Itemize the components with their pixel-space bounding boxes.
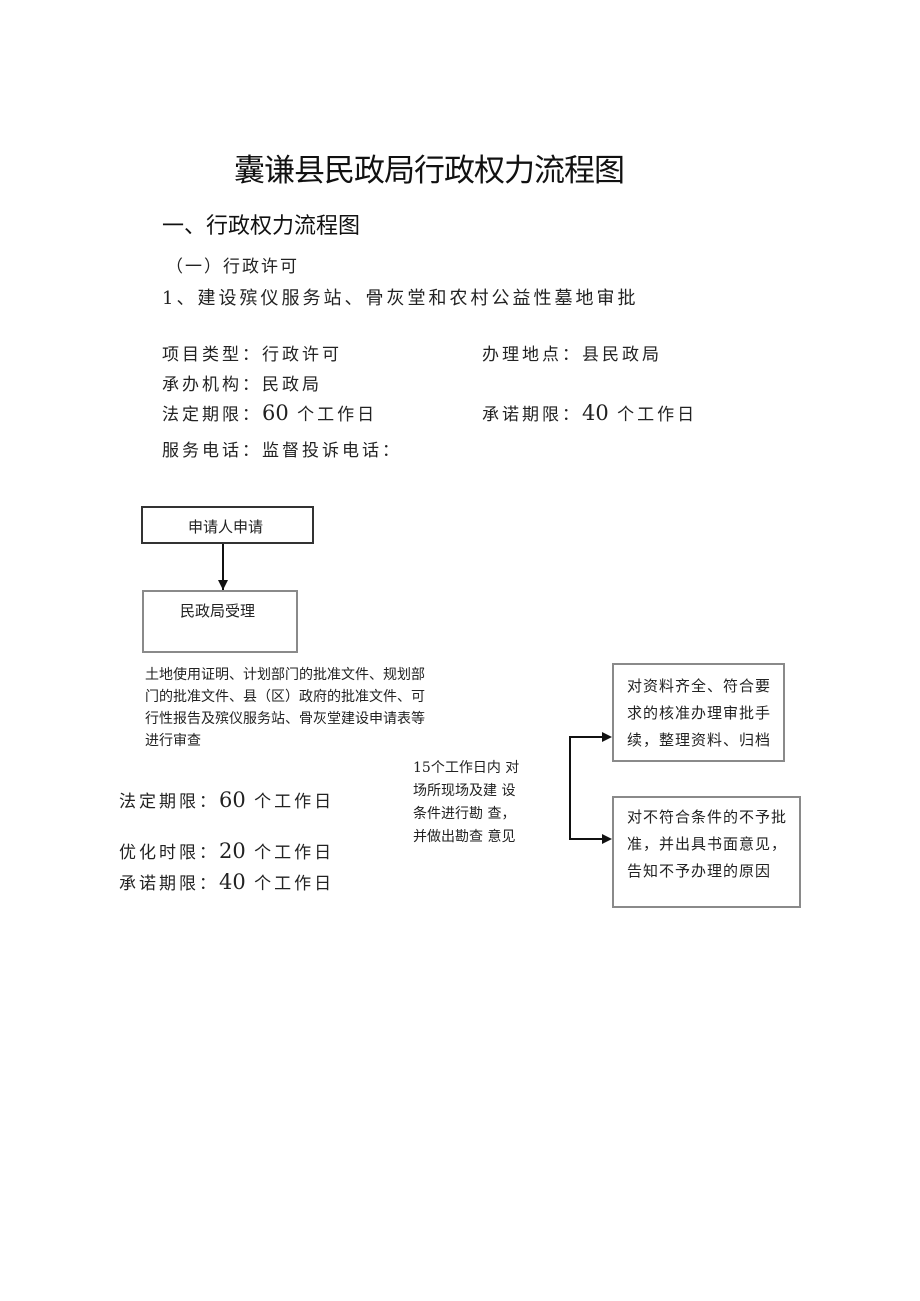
review-materials-note: 土地使用证明、计划部门的批准文件、规划部门的批准文件、县（区）政府的批准文件、可… bbox=[145, 667, 425, 749]
flow-legal-limit-label: 法定期限： bbox=[119, 792, 219, 812]
branch-connector-bottom bbox=[569, 838, 604, 840]
project-type-label: 项目类型： bbox=[162, 345, 262, 365]
agency-label: 承办机构： bbox=[162, 375, 262, 395]
inspection-note: 15个工作日内 对 场所现场及建 设 条件进行勘 查， 并做出勘查 意见 bbox=[413, 757, 519, 849]
handling-agency: 承办机构：民政局 bbox=[162, 370, 322, 395]
flow-step-apply-label: 申请人申请 bbox=[188, 518, 264, 536]
phone-label: 服务电话： bbox=[162, 441, 262, 461]
flow-legal-limit-number: 60 bbox=[219, 788, 246, 812]
outcome-approve-text: 对资料齐全、符合要求的核准办理审批手续，整理资料、归档 bbox=[627, 677, 772, 749]
promised-limit-label: 承诺期限： bbox=[482, 405, 582, 425]
promised-limit-unit: 个工作日 bbox=[608, 405, 698, 425]
flow-promised-limit: 承诺期限：40 个工作日 bbox=[119, 869, 334, 894]
flow-legal-limit-unit: 个工作日 bbox=[245, 792, 335, 812]
flow-step-accept-label: 民政局受理 bbox=[180, 602, 256, 620]
outcome-reject-box: 对不符合条件的不予批准，并出具书面意见，告知不予办理的原因 bbox=[612, 796, 801, 908]
promised-limit-number: 40 bbox=[582, 401, 609, 425]
agency-value: 民政局 bbox=[262, 375, 322, 395]
page-title: 囊谦县民政局行政权力流程图 bbox=[234, 153, 625, 189]
inspection-note-line: 场所现场及建 设 bbox=[413, 783, 516, 799]
legal-limit-unit: 个工作日 bbox=[288, 405, 378, 425]
subsection-heading: （一）行政许可 bbox=[166, 257, 299, 277]
complaint-phone-label: 监督投诉电话： bbox=[262, 441, 402, 461]
branch-connector-vertical bbox=[569, 736, 571, 839]
connector-line bbox=[222, 544, 224, 590]
legal-time-limit: 法定期限：60 个工作日 bbox=[162, 400, 377, 425]
flow-optimized-limit-label: 优化时限： bbox=[119, 843, 219, 863]
flow-step-apply: 申请人申请 bbox=[141, 506, 314, 544]
item-title: 1、建设殡仪服务站、骨灰堂和农村公益性墓地审批 bbox=[162, 288, 639, 309]
flow-promised-limit-unit: 个工作日 bbox=[245, 874, 335, 894]
flow-optimized-limit: 优化时限：20 个工作日 bbox=[119, 838, 334, 863]
arrow-right-icon bbox=[602, 834, 612, 844]
outcome-approve-box: 对资料齐全、符合要求的核准办理审批手续，整理资料、归档 bbox=[612, 663, 785, 762]
legal-limit-number: 60 bbox=[262, 401, 289, 425]
flow-step-accept: 民政局受理 bbox=[142, 590, 298, 653]
inspection-note-line: 并做出勘查 意见 bbox=[413, 829, 516, 845]
outcome-reject-text: 对不符合条件的不予批准，并出具书面意见，告知不予办理的原因 bbox=[627, 808, 788, 880]
flow-promised-limit-number: 40 bbox=[219, 870, 246, 894]
legal-limit-label: 法定期限： bbox=[162, 405, 262, 425]
section-heading: 一、行政权力流程图 bbox=[162, 214, 361, 239]
promised-time-limit: 承诺期限：40 个工作日 bbox=[482, 400, 697, 425]
location-value: 县民政局 bbox=[582, 345, 662, 365]
inspection-note-line: 15个工作日内 对 bbox=[413, 760, 520, 776]
inspection-note-line: 条件进行勘 查， bbox=[413, 806, 516, 822]
arrow-right-icon bbox=[602, 732, 612, 742]
handling-location: 办理地点：县民政局 bbox=[482, 340, 662, 365]
location-label: 办理地点： bbox=[482, 345, 582, 365]
flow-legal-limit: 法定期限：60 个工作日 bbox=[119, 787, 334, 812]
flow-promised-limit-label: 承诺期限： bbox=[119, 874, 219, 894]
service-phone: 服务电话：监督投诉电话： bbox=[162, 436, 402, 461]
flow-optimized-limit-number: 20 bbox=[219, 839, 246, 863]
branch-connector-top bbox=[569, 736, 604, 738]
project-type: 项目类型：行政许可 bbox=[162, 340, 342, 365]
project-type-value: 行政许可 bbox=[262, 345, 342, 365]
arrow-down-icon bbox=[218, 580, 228, 590]
flow-optimized-limit-unit: 个工作日 bbox=[245, 843, 335, 863]
